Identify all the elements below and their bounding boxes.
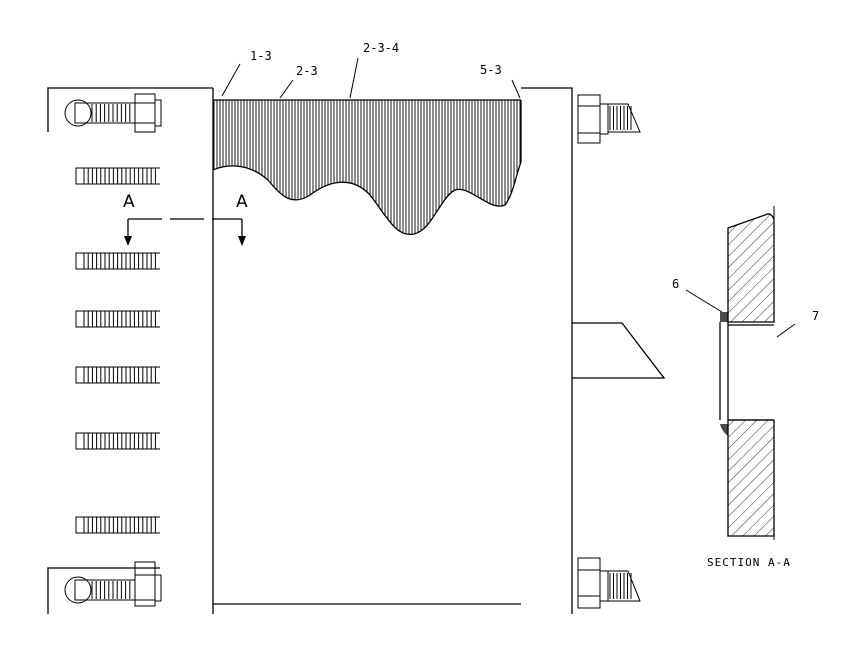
sealant-region (212, 99, 522, 236)
detail-leaders (685, 289, 796, 338)
callout-5-3: 5-3 (480, 63, 502, 77)
left-bolt-bottom (64, 561, 162, 607)
left-bolt-top (64, 93, 162, 133)
left-bolt-rod (75, 167, 160, 185)
right-flange (521, 87, 666, 614)
section-cut-line (124, 218, 246, 246)
left-flange (47, 87, 213, 614)
left-bolt-rod (75, 432, 160, 450)
left-bolt-rod (75, 252, 160, 270)
callout-7: 7 (812, 309, 819, 323)
callout-2-3: 2-3 (296, 64, 318, 78)
section-detail (719, 206, 775, 540)
left-bolt-rod (75, 310, 160, 328)
right-bolt-bottom (577, 557, 641, 609)
right-bolt-top (577, 94, 641, 144)
callout-6: 6 (672, 277, 679, 291)
section-caption: SECTION A-A (707, 556, 791, 569)
section-mark-left: A (123, 192, 135, 212)
left-bolt-rows (75, 167, 160, 534)
left-bolt-rod (75, 366, 160, 384)
callout-2-3-4: 2-3-4 (363, 41, 399, 55)
section-mark-right: A (236, 192, 248, 212)
callout-leaders (221, 57, 521, 99)
callout-1-3: 1-3 (250, 49, 272, 63)
left-bolt-rod (75, 516, 160, 534)
